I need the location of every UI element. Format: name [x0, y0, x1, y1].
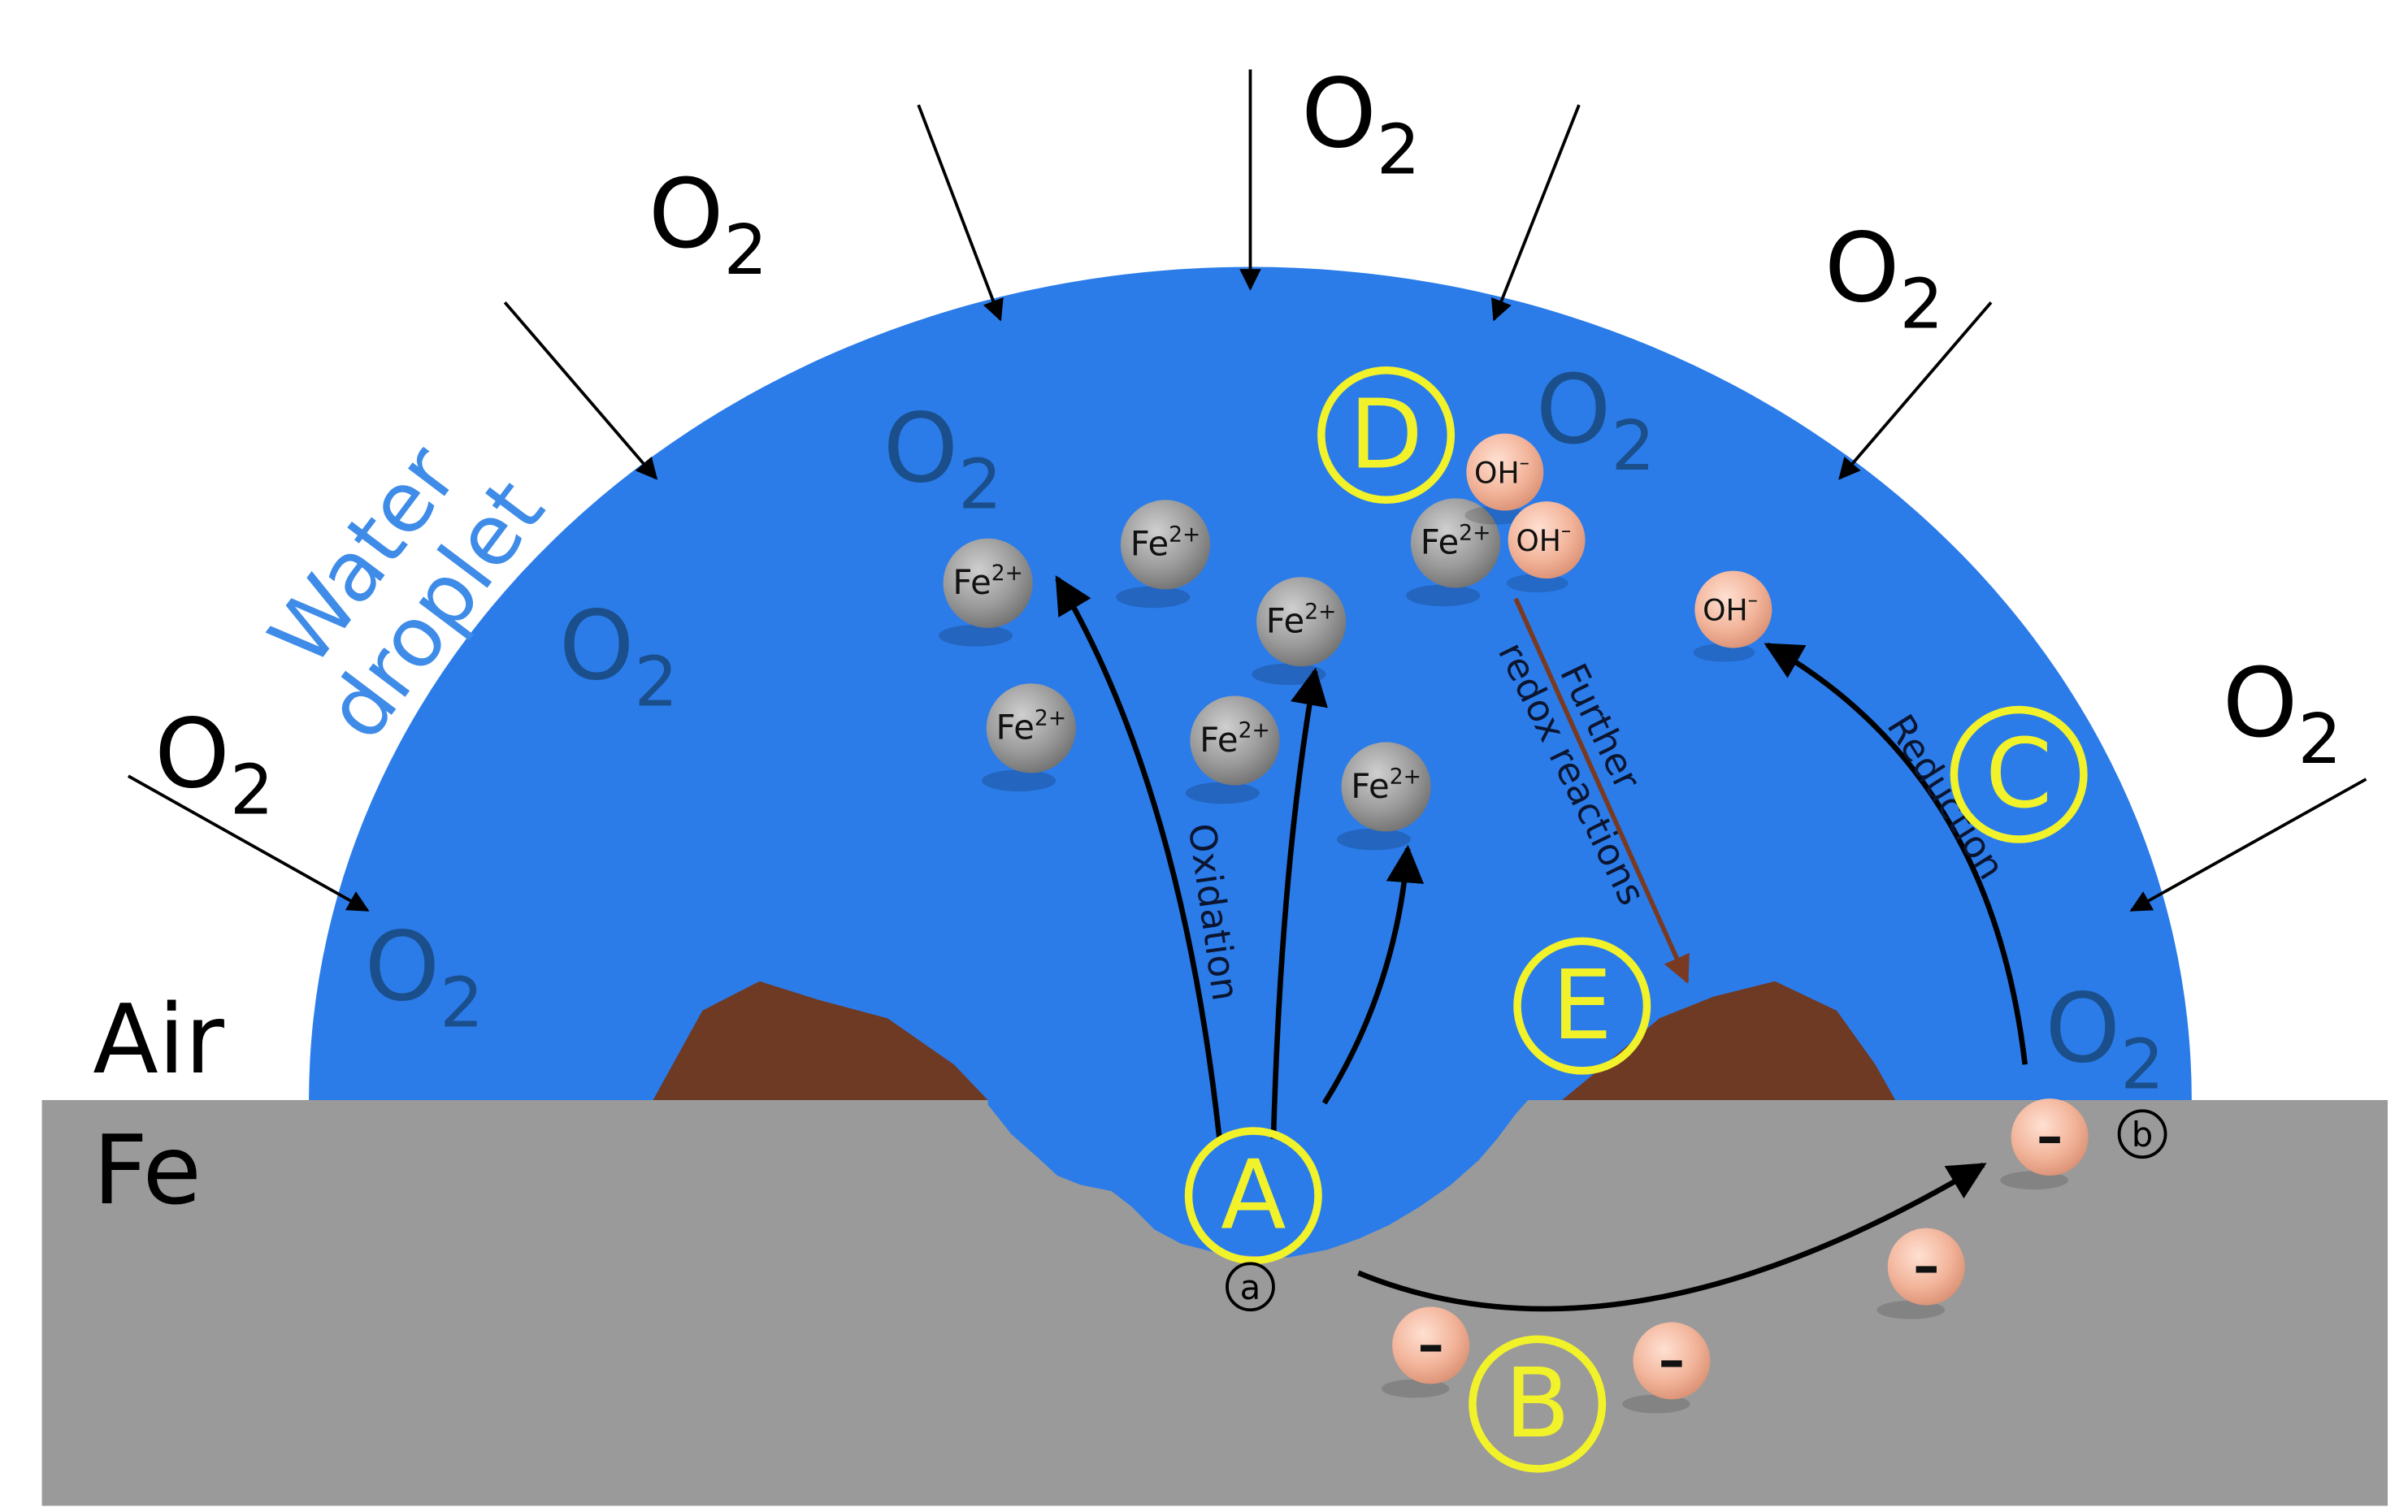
o2-arrow-3: [917, 104, 1004, 322]
svg-text:E: E: [1552, 950, 1612, 1061]
fe2plus-ion: Fe2+: [982, 683, 1076, 792]
ion-particles: Fe2+Fe2+Fe2+Fe2+Fe2+Fe2+Fe2+OH–OH–OH––––…: [938, 433, 2089, 1414]
svg-text:C: C: [1985, 718, 2052, 830]
fe2plus-ion: Fe2+: [1336, 742, 1431, 851]
o2-arrow-2: [503, 301, 658, 480]
electron: –: [1622, 1322, 1711, 1414]
fe2plus-ion: Fe2+: [1185, 695, 1280, 804]
air-o2-label-1: O2: [649, 158, 768, 290]
o2-arrow-5: [1490, 104, 1581, 322]
fe-label: Fe: [93, 1115, 202, 1226]
svg-text:B: B: [1504, 1348, 1570, 1459]
step-marker-d: D: [1317, 366, 1456, 505]
hydroxide-ion: OH–: [1506, 501, 1586, 593]
air-o2-label-4: O2: [154, 698, 274, 830]
incoming-oxygen-arrows: [127, 69, 2367, 912]
fe2plus-ion: Fe2+: [1252, 577, 1347, 686]
svg-text:D: D: [1349, 379, 1423, 490]
fe2plus-ion: Fe2+: [1406, 498, 1501, 607]
hydroxide-ion: OH–: [1693, 570, 1772, 662]
step-markers: A B C D E: [1184, 366, 2088, 1473]
electron: –: [2000, 1098, 2089, 1190]
air-o2-label-3: O2: [1824, 212, 1944, 344]
electron: –: [1877, 1228, 1965, 1319]
o2-arrow-6: [1838, 301, 1993, 480]
site-b-label: b: [2132, 1115, 2154, 1155]
fe2plus-ion: Fe2+: [938, 538, 1033, 647]
step-marker-c: C: [1950, 705, 2088, 843]
air-o2-label-2: O2: [1301, 58, 1421, 189]
fe2plus-ion: Fe2+: [1116, 500, 1211, 609]
electron: –: [1381, 1306, 1470, 1398]
svg-text:–: –: [2037, 1106, 2063, 1167]
rust-deposit-left: [653, 981, 988, 1100]
air-label: Air: [93, 984, 224, 1095]
svg-text:A: A: [1221, 1140, 1286, 1251]
oxidation-arrow-1: [1055, 575, 1222, 1139]
hydroxide-ion: OH–: [1464, 433, 1544, 525]
step-marker-e: E: [1513, 937, 1651, 1075]
air-o2-label-5: O2: [2223, 648, 2342, 779]
svg-text:–: –: [1913, 1236, 1939, 1297]
step-marker-b: B: [1469, 1335, 1607, 1473]
svg-text:–: –: [1659, 1330, 1685, 1391]
o2-arrow-1: [127, 774, 370, 912]
oxidation-arrow-3: [1321, 844, 1425, 1105]
oxidation-arrows: [1055, 575, 1425, 1139]
dissolved-o2-label-5: O2: [2045, 973, 2164, 1104]
reduction-arrow: [1764, 642, 2028, 1065]
site-a-label: a: [1240, 1267, 1261, 1307]
further-reactions-arrow: [1513, 597, 1690, 984]
site-b-marker: b: [2117, 1109, 2167, 1159]
step-marker-a: A: [1184, 1127, 1322, 1265]
o2-arrow-7: [2129, 778, 2367, 912]
electron-flow-arrow: [1357, 1162, 1987, 1312]
svg-text:–: –: [1418, 1315, 1444, 1376]
dissolved-o2-label-3: O2: [364, 912, 484, 1043]
rust-deposit-right: [1562, 981, 1896, 1100]
site-a-marker: a: [1226, 1262, 1275, 1312]
oxidation-arrow-2: [1270, 667, 1328, 1139]
